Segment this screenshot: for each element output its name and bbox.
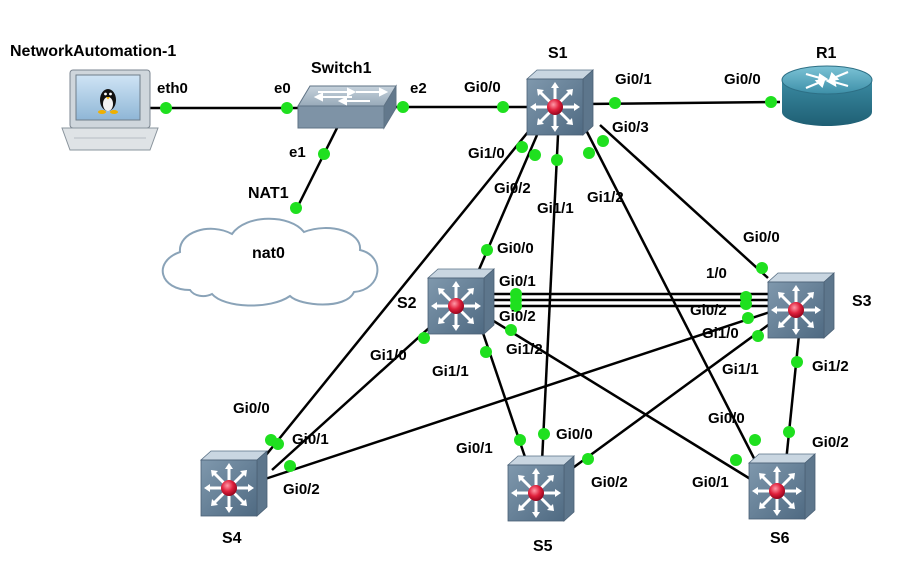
port-label: Gi1/2 xyxy=(506,341,543,358)
port-dot xyxy=(538,428,550,440)
port-dot xyxy=(597,135,609,147)
port-dot xyxy=(791,356,803,368)
port-label: Gi0/1 xyxy=(456,440,493,457)
port-dot xyxy=(730,454,742,466)
port-label: Gi0/2 xyxy=(690,302,727,319)
port-label: Gi0/1 xyxy=(292,431,329,448)
port-label: Gi0/3 xyxy=(612,119,649,136)
port-label: Gi0/0 xyxy=(464,79,501,96)
port-label: e1 xyxy=(289,144,306,161)
port-dot xyxy=(749,434,761,446)
port-label: Gi0/2 xyxy=(591,474,628,491)
link-s3-s6[interactable] xyxy=(784,324,802,463)
port-dot xyxy=(318,148,330,160)
port-dot xyxy=(290,202,302,214)
port-dot xyxy=(551,154,563,166)
port-label: Gi1/0 xyxy=(468,145,505,162)
port-dot xyxy=(752,330,764,342)
port-dot xyxy=(765,96,777,108)
port-dot xyxy=(514,434,526,446)
port-dot xyxy=(497,101,509,113)
port-label: Gi1/1 xyxy=(432,363,469,380)
port-dots xyxy=(160,96,803,472)
host-name: NetworkAutomation-1 xyxy=(10,43,176,60)
port-label: e0 xyxy=(274,80,291,97)
port-label: Gi0/1 xyxy=(692,474,729,491)
port-label: Gi1/1 xyxy=(537,200,574,217)
switch1-name: Switch1 xyxy=(311,60,372,77)
s6-name: S6 xyxy=(770,530,790,547)
port-dot xyxy=(160,102,172,114)
port-label: Gi1/2 xyxy=(587,189,624,206)
link-s1-s3[interactable] xyxy=(599,124,769,279)
port-dot xyxy=(529,149,541,161)
port-label: Gi0/0 xyxy=(743,229,780,246)
multilayer-switch-icon[interactable] xyxy=(766,271,836,340)
router-icon[interactable] xyxy=(781,65,873,126)
port-label: Gi0/1 xyxy=(499,273,536,290)
port-label: Gi0/0 xyxy=(556,426,593,443)
port-label: e2 xyxy=(410,80,427,97)
link-s1-s5[interactable] xyxy=(540,134,560,463)
port-label: Gi1/0 xyxy=(702,325,739,342)
cloud-icon[interactable] xyxy=(161,217,379,307)
multilayer-switch-icon[interactable] xyxy=(525,68,595,137)
port-label: Gi0/2 xyxy=(812,434,849,451)
port-dot xyxy=(397,101,409,113)
port-dot xyxy=(510,300,522,312)
port-dot xyxy=(480,346,492,358)
link-s1-s4[interactable] xyxy=(261,131,529,461)
r1-name: R1 xyxy=(816,45,837,62)
port-label: Gi0/2 xyxy=(494,180,531,197)
port-label: Gi0/2 xyxy=(499,308,536,325)
port-label: Gi1/0 xyxy=(370,347,407,364)
port-dot xyxy=(418,332,430,344)
cloud-label: nat0 xyxy=(252,245,285,262)
multilayer-switch-icon[interactable] xyxy=(199,449,269,518)
link-switch1-nat1[interactable] xyxy=(293,125,340,213)
port-dot xyxy=(281,102,293,114)
port-label: Gi1/2 xyxy=(812,358,849,375)
s4-name: S4 xyxy=(222,530,242,547)
port-dot xyxy=(583,147,595,159)
port-label: Gi0/0 xyxy=(708,410,745,427)
link-s3-s5[interactable] xyxy=(569,318,776,472)
multilayer-switch-icon[interactable] xyxy=(426,267,496,336)
port-dot xyxy=(516,141,528,153)
multilayer-switch-icon[interactable] xyxy=(747,452,817,521)
port-label: Gi0/0 xyxy=(724,71,761,88)
link-s3-s4[interactable] xyxy=(261,310,771,482)
port-dot xyxy=(609,97,621,109)
port-dot xyxy=(284,460,296,472)
linux-workstation-icon[interactable] xyxy=(61,69,159,151)
port-label: Gi0/2 xyxy=(283,481,320,498)
port-dot xyxy=(481,244,493,256)
s1-name: S1 xyxy=(548,45,568,62)
port-label: eth0 xyxy=(157,80,188,97)
port-dot xyxy=(505,324,517,336)
port-dot xyxy=(740,298,752,310)
port-label: 1/0 xyxy=(706,265,727,282)
nat1-name: NAT1 xyxy=(248,185,289,202)
port-dot xyxy=(783,426,795,438)
s3-name: S3 xyxy=(852,293,872,310)
ethernet-switch-icon[interactable] xyxy=(297,84,397,130)
port-dot xyxy=(756,262,768,274)
port-label: Gi0/1 xyxy=(615,71,652,88)
link-s2-s4[interactable] xyxy=(271,317,441,471)
port-label: Gi0/0 xyxy=(497,240,534,257)
port-label: Gi0/0 xyxy=(233,400,270,417)
s5-name: S5 xyxy=(533,538,553,555)
port-dot xyxy=(272,438,284,450)
multilayer-switch-icon[interactable] xyxy=(506,454,576,523)
port-dot xyxy=(582,453,594,465)
port-dot xyxy=(742,312,754,324)
port-label: Gi1/1 xyxy=(722,361,759,378)
s2-name: S2 xyxy=(397,295,417,312)
link-s2-s6[interactable] xyxy=(491,318,753,482)
